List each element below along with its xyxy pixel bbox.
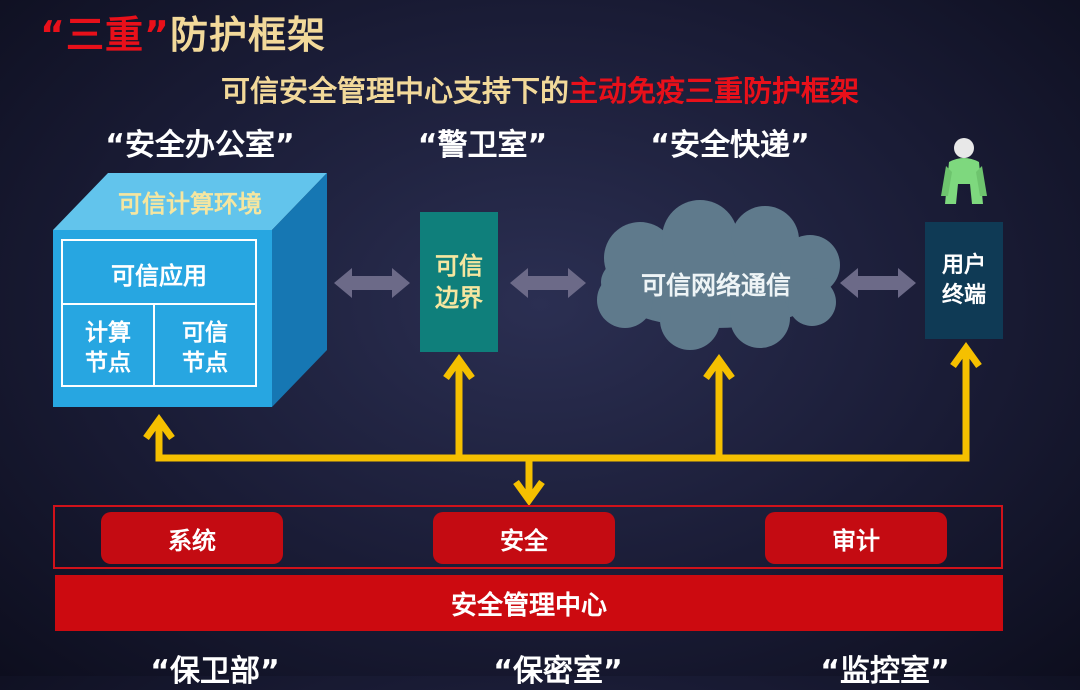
compute-node-label: 计算 节点	[62, 318, 154, 378]
management-functions-frame	[53, 505, 1003, 569]
cube-top-face	[53, 173, 327, 230]
subtitle-prefix: 可信安全管理中心支持下的	[220, 74, 569, 108]
audit-button: 审计	[765, 512, 947, 564]
page-subtitle: 可信安全管理中心支持下的主动免疫三重防护框架	[0, 68, 1080, 110]
trusted-network-label: 可信网络通信	[640, 271, 791, 300]
trusted-node-line1: 可信	[182, 320, 228, 346]
subtitle-highlight: 主动免疫三重防护框架	[569, 74, 860, 108]
label-monitor-room: “监控室”	[820, 654, 950, 689]
label-security-office: “安全办公室”	[105, 128, 295, 163]
title-highlight: “三重”	[40, 13, 170, 57]
cube-front-face	[53, 230, 272, 407]
cube-title: 可信计算环境	[118, 190, 262, 218]
double-arrow-boundary-network	[510, 268, 586, 298]
boundary-line1: 可信	[435, 252, 483, 280]
trusted-node-line2: 节点	[182, 350, 228, 376]
label-guard-room: “警卫室”	[417, 128, 548, 163]
compute-node-line1: 计算	[85, 320, 131, 346]
cube-side-face	[272, 173, 327, 407]
page-title: “三重”防护框架	[40, 4, 326, 59]
label-secure-courier: “安全快递”	[650, 128, 810, 163]
compute-node-line2: 节点	[85, 350, 131, 376]
trusted-app-label: 可信应用	[111, 262, 207, 290]
trusted-computing-cube	[53, 173, 327, 407]
security-button: 安全	[433, 512, 615, 564]
label-secrecy-room: “保密室”	[493, 654, 623, 689]
terminal-line2: 终端	[941, 282, 986, 308]
system-button: 系统	[101, 512, 283, 564]
terminal-line1: 用户	[941, 252, 986, 278]
title-rest: 防护框架	[169, 13, 326, 57]
trusted-node-label: 可信 节点	[154, 318, 256, 378]
framework-diagram	[53, 138, 987, 506]
user-terminal-box: 用户 终端	[925, 222, 1003, 339]
double-arrow-cube-boundary	[334, 268, 410, 298]
management-connector-arrows	[143, 342, 982, 506]
user-person-icon	[941, 138, 987, 204]
label-defense-dept: “保卫部”	[150, 654, 280, 689]
trusted-boundary-box: 可信 边界	[420, 212, 498, 352]
trusted-network-cloud	[597, 200, 840, 350]
double-arrow-network-terminal	[840, 268, 916, 298]
nodes-frame	[61, 303, 257, 387]
boundary-line2: 边界	[435, 284, 483, 312]
security-management-center: 安全管理中心	[55, 575, 1003, 631]
